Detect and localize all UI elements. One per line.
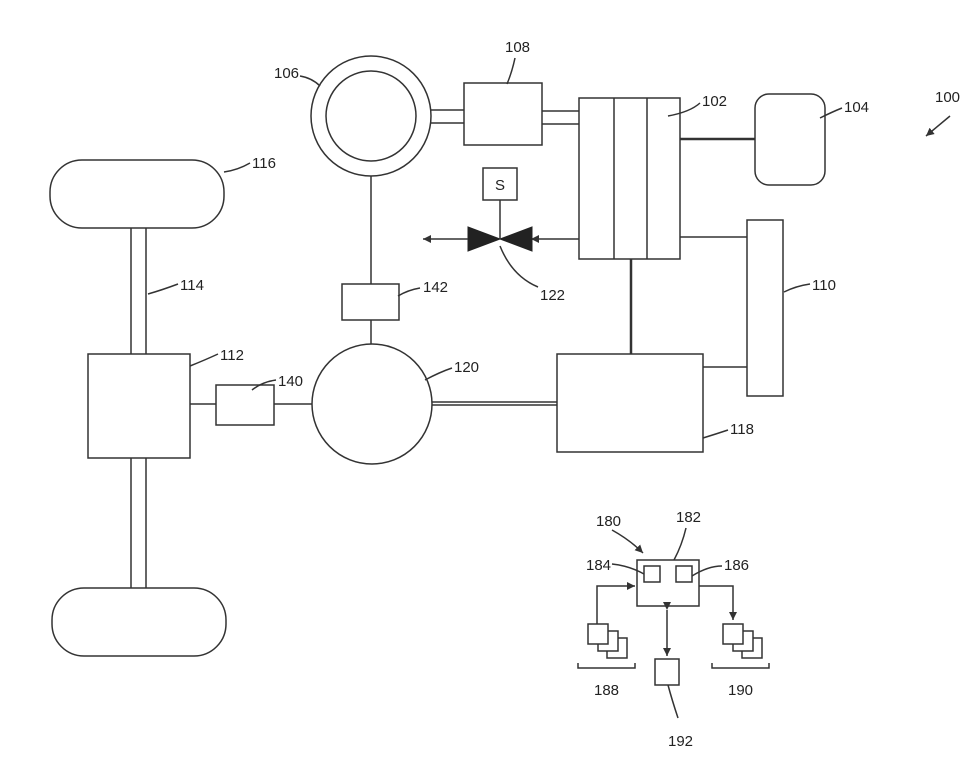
label-122: 122 [540, 287, 565, 304]
leader-182 [674, 528, 686, 560]
label-118: 118 [730, 421, 754, 438]
front-wheel [50, 160, 224, 228]
label-188: 188 [594, 682, 619, 699]
leader-120 [425, 368, 452, 380]
output-module-1 [723, 624, 743, 644]
tank-104 [755, 94, 825, 185]
label-116: 116 [252, 155, 276, 172]
label-108: 108 [505, 39, 530, 56]
label-112: 112 [220, 347, 244, 364]
leader-112 [190, 354, 218, 366]
stack-102 [579, 98, 680, 259]
label-114: 114 [180, 277, 204, 294]
label-106: 106 [274, 65, 299, 82]
motor-120 [312, 344, 432, 464]
leader-118 [703, 430, 728, 438]
label-140: 140 [278, 373, 303, 390]
arrow-100 [926, 116, 950, 136]
leader-116 [224, 163, 250, 172]
label-102: 102 [702, 93, 727, 110]
label-186: 186 [724, 557, 749, 574]
leader-142 [398, 288, 420, 296]
input-module-1 [588, 624, 608, 644]
label-180: 180 [596, 513, 621, 530]
leader-106 [300, 76, 320, 86]
leader-110 [784, 284, 810, 292]
label-142: 142 [423, 279, 448, 296]
leader-180 [612, 530, 643, 553]
interface-192 [655, 659, 679, 685]
box-140 [216, 385, 274, 425]
bracket-188 [578, 663, 635, 668]
label-182: 182 [676, 509, 701, 526]
module-184 [644, 566, 660, 582]
gearbox-112 [88, 354, 190, 458]
rear-wheel [52, 588, 226, 656]
label-184: 184 [586, 557, 611, 574]
label-192: 192 [668, 733, 693, 750]
label-120: 120 [454, 359, 479, 376]
leader-108 [507, 58, 515, 84]
label-190: 190 [728, 682, 753, 699]
box-108 [464, 83, 542, 145]
sensor-symbol: S [495, 177, 505, 194]
label-110: 110 [812, 277, 836, 294]
module-186 [676, 566, 692, 582]
controller-118 [557, 354, 703, 452]
leader-122 [500, 246, 538, 287]
bracket-190 [712, 663, 769, 668]
input-line-188 [597, 586, 635, 624]
leader-192 [668, 685, 678, 718]
label-100: 100 [935, 89, 960, 106]
leader-114 [148, 284, 178, 294]
panel-110 [747, 220, 783, 396]
generator-106-outer [311, 56, 431, 176]
label-104: 104 [844, 99, 869, 116]
output-line-190 [699, 586, 733, 620]
box-142 [342, 284, 399, 320]
